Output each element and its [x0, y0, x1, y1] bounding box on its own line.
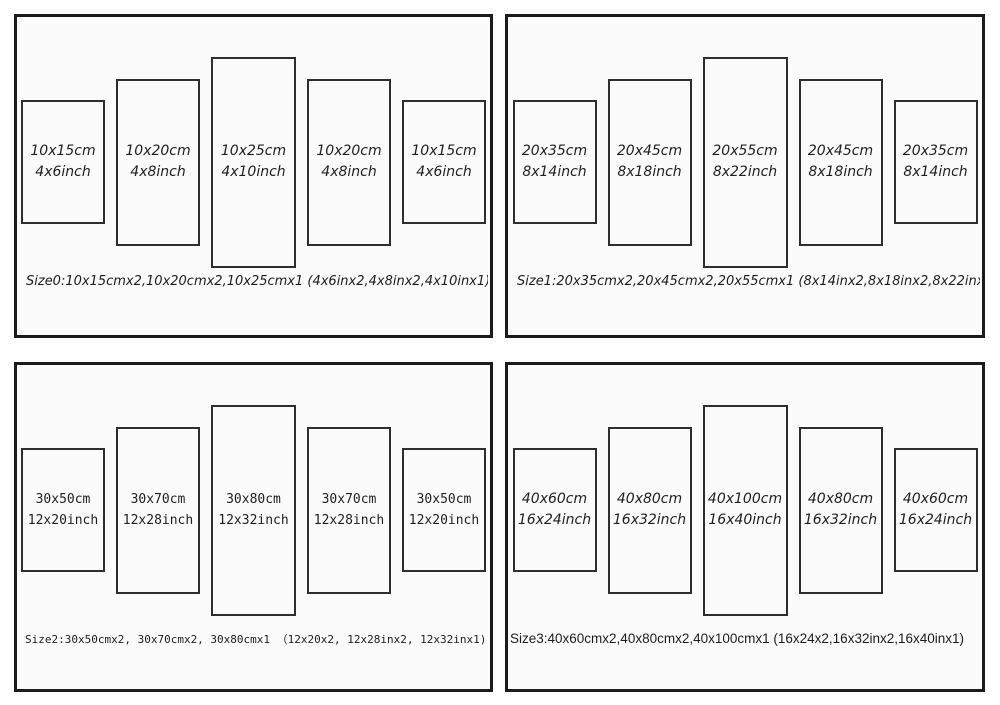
canvas-piece: 10x20cm 4x8inch [307, 78, 391, 246]
piece-cm-label: 40x60cm [521, 491, 588, 507]
piece-inch-label: 16x32inch [803, 512, 878, 528]
piece-cm-label: 30x50cm [35, 492, 91, 507]
piece-inch-label: 16x32inch [612, 512, 687, 528]
canvas-piece: 20x35cm 8x14inch [512, 100, 597, 224]
canvas-piece: 20x45cm 8x18inch [607, 78, 692, 246]
piece-cm-label: 40x100cm [707, 491, 783, 507]
canvas-pieces-row: 40x60cm 16x24inch 40x80cm 16x32inch 40x1… [508, 404, 982, 616]
piece-cm-label: 10x25cm [220, 143, 287, 159]
piece-inch-label: 16x40inch [708, 512, 782, 528]
canvas-piece: 10x25cm 4x10inch [211, 56, 296, 268]
piece-cm-label: 10x20cm [316, 143, 382, 159]
piece-cm-label: 20x35cm [521, 143, 588, 159]
size-chart-panel-size1: 20x35cm 8x14inch 20x45cm 8x18inch 20x55c… [505, 14, 985, 338]
piece-inch-label: 12x32inch [218, 513, 289, 528]
canvas-piece: 40x60cm 16x24inch [512, 448, 597, 572]
piece-inch-label: 8x22inch [712, 164, 778, 180]
piece-cm-label: 10x15cm [30, 143, 96, 159]
piece-cm-label: 20x45cm [616, 143, 683, 159]
piece-cm-label: 10x15cm [411, 143, 477, 159]
canvas-piece: 30x50cm 12x20inch [21, 448, 105, 572]
piece-inch-label: 4x6inch [416, 164, 472, 180]
canvas-piece: 20x35cm 8x14inch [893, 100, 978, 224]
piece-cm-label: 40x80cm [616, 491, 683, 507]
piece-cm-label: 20x55cm [712, 143, 778, 159]
piece-cm-label: 40x60cm [902, 491, 969, 507]
canvas-piece: 10x15cm 4x6inch [21, 100, 105, 224]
piece-cm-label: 30x70cm [130, 492, 186, 507]
canvas-piece: 40x60cm 16x24inch [893, 448, 978, 572]
canvas-piece: 20x45cm 8x18inch [798, 78, 883, 246]
canvas-piece: 30x70cm 12x28inch [116, 426, 200, 594]
piece-inch-label: 12x28inch [122, 513, 194, 528]
piece-cm-label: 40x80cm [807, 491, 874, 507]
panel-caption: Size2:30x50cmx2, 30x70cmx2, 30x80cmx1 （1… [25, 633, 487, 646]
canvas-piece: 20x55cm 8x22inch [702, 56, 788, 268]
canvas-piece: 40x80cm 16x32inch [798, 426, 883, 594]
piece-cm-label: 10x20cm [125, 143, 191, 159]
piece-inch-label: 12x20inch [408, 513, 480, 528]
piece-inch-label: 16x24inch [517, 512, 592, 528]
piece-inch-label: 8x18inch [808, 164, 873, 180]
piece-inch-label: 12x20inch [27, 513, 99, 528]
canvas-piece: 30x80cm 12x32inch [211, 404, 296, 616]
piece-inch-label: 4x8inch [130, 164, 186, 180]
piece-inch-label: 8x14inch [522, 164, 587, 180]
piece-inch-label: 16x24inch [898, 512, 973, 528]
size-chart-panel-size2: 30x50cm 12x20inch 30x70cm 12x28inch 30x8… [14, 362, 493, 692]
canvas-piece: 10x15cm 4x6inch [402, 100, 486, 224]
piece-cm-label: 30x50cm [416, 492, 472, 507]
canvas-pieces-row: 30x50cm 12x20inch 30x70cm 12x28inch 30x8… [17, 404, 490, 616]
size-chart-panel-size3: 40x60cm 16x24inch 40x80cm 16x32inch 40x1… [505, 362, 985, 692]
piece-cm-label: 30x80cm [226, 492, 281, 507]
size-chart-panel-size0: 10x15cm 4x6inch 10x20cm 4x8inch 10x25cm … [14, 14, 493, 338]
canvas-piece: 10x20cm 4x8inch [116, 78, 200, 246]
piece-cm-label: 30x70cm [321, 492, 377, 507]
canvas-pieces-row: 20x35cm 8x14inch 20x45cm 8x18inch 20x55c… [508, 56, 982, 268]
canvas-piece: 40x80cm 16x32inch [607, 426, 692, 594]
piece-inch-label: 8x18inch [617, 164, 682, 180]
canvas-piece: 30x50cm 12x20inch [402, 448, 486, 572]
piece-inch-label: 4x8inch [321, 164, 377, 180]
canvas-piece: 40x100cm 16x40inch [702, 404, 788, 616]
piece-cm-label: 20x45cm [807, 143, 874, 159]
piece-inch-label: 4x6inch [35, 164, 91, 180]
piece-inch-label: 8x14inch [903, 164, 968, 180]
piece-cm-label: 20x35cm [902, 143, 969, 159]
piece-inch-label: 4x10inch [221, 164, 286, 180]
piece-inch-label: 12x28inch [313, 513, 385, 528]
canvas-piece: 30x70cm 12x28inch [307, 426, 391, 594]
panel-caption: Size0:10x15cmx2,10x20cmx2,10x25cmx1 (4x6… [26, 274, 488, 289]
canvas-pieces-row: 10x15cm 4x6inch 10x20cm 4x8inch 10x25cm … [17, 56, 490, 268]
panel-caption: Size3:40x60cmx2,40x80cmx2,40x100cmx1 (16… [510, 631, 965, 646]
panel-caption: Size1:20x35cmx2,20x45cmx2,20x55cmx1 (8x1… [517, 274, 980, 289]
